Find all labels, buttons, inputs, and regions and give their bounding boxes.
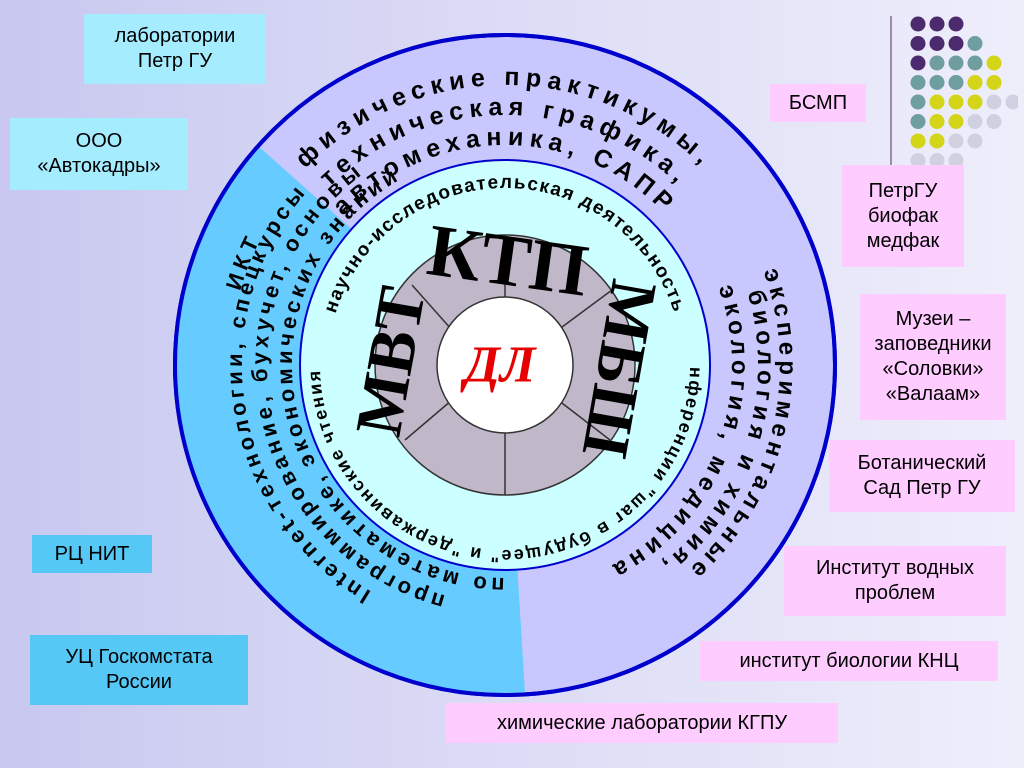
decorative-dot: [986, 94, 1002, 110]
decorative-dot: [910, 114, 926, 129]
decorative-dot: [910, 94, 926, 110]
decorative-dot: [986, 75, 1002, 90]
decorative-dot: [929, 94, 945, 110]
decorative-line: [890, 16, 892, 188]
decorative-dot: [967, 94, 983, 110]
decorative-dot: [948, 133, 964, 149]
decorative-dot: [929, 16, 945, 32]
decorative-dot: [948, 16, 964, 32]
decorative-dot: [967, 55, 983, 71]
decorative-dot: [948, 94, 964, 110]
decorative-dot: [948, 36, 964, 51]
decorative-dot: [948, 55, 964, 71]
box-rc-nit: РЦ НИТ: [32, 535, 152, 573]
decorative-dot-grid: [910, 16, 1018, 168]
box-avtokadry: ООО «Автокадры»: [10, 118, 188, 190]
decorative-dot: [929, 133, 945, 149]
decorative-dot: [929, 36, 945, 51]
center-label: ДЛ: [460, 337, 537, 394]
decorative-dot: [1005, 94, 1018, 110]
decorative-dot: [948, 153, 964, 168]
decorative-dot: [986, 55, 1002, 71]
decorative-dot: [948, 75, 964, 90]
decorative-dot: [948, 114, 964, 129]
decorative-dot: [929, 55, 945, 71]
box-lab-petrgu: лаборатории Петр ГУ: [84, 14, 266, 84]
decorative-dot: [929, 114, 945, 129]
decorative-dot: [929, 153, 945, 168]
decorative-dot: [910, 75, 926, 90]
decorative-dot: [986, 114, 1002, 129]
box-muzei: Музеи – заповедники «Соловки» «Валаам»: [860, 294, 1006, 420]
center-dividers: [404, 235, 613, 495]
box-him-lab: химические лаборатории КГПУ: [446, 703, 838, 743]
decorative-dot: [910, 36, 926, 51]
box-inst-biologii: институт биологии КНЦ: [700, 641, 998, 681]
box-bsmp: БСМП: [770, 84, 866, 122]
box-uc-goskomstat: УЦ Госкомстата России: [30, 635, 248, 705]
decorative-dot: [929, 75, 945, 90]
decorative-dot: [967, 36, 983, 51]
decorative-dot: [967, 133, 983, 149]
box-bot-sad: Ботанический Сад Петр ГУ: [829, 440, 1015, 512]
decorative-dot: [910, 133, 926, 149]
box-petrgu-biofak: ПетрГУ биофак медфак: [842, 165, 964, 267]
decorative-dot: [967, 114, 983, 129]
decorative-dot: [910, 153, 926, 168]
center-circle: [436, 296, 574, 434]
box-inst-vodnyh: Институт водных проблем: [784, 546, 1006, 616]
decorative-dot: [910, 55, 926, 71]
decorative-dot: [910, 16, 926, 32]
decorative-dot: [967, 75, 983, 90]
